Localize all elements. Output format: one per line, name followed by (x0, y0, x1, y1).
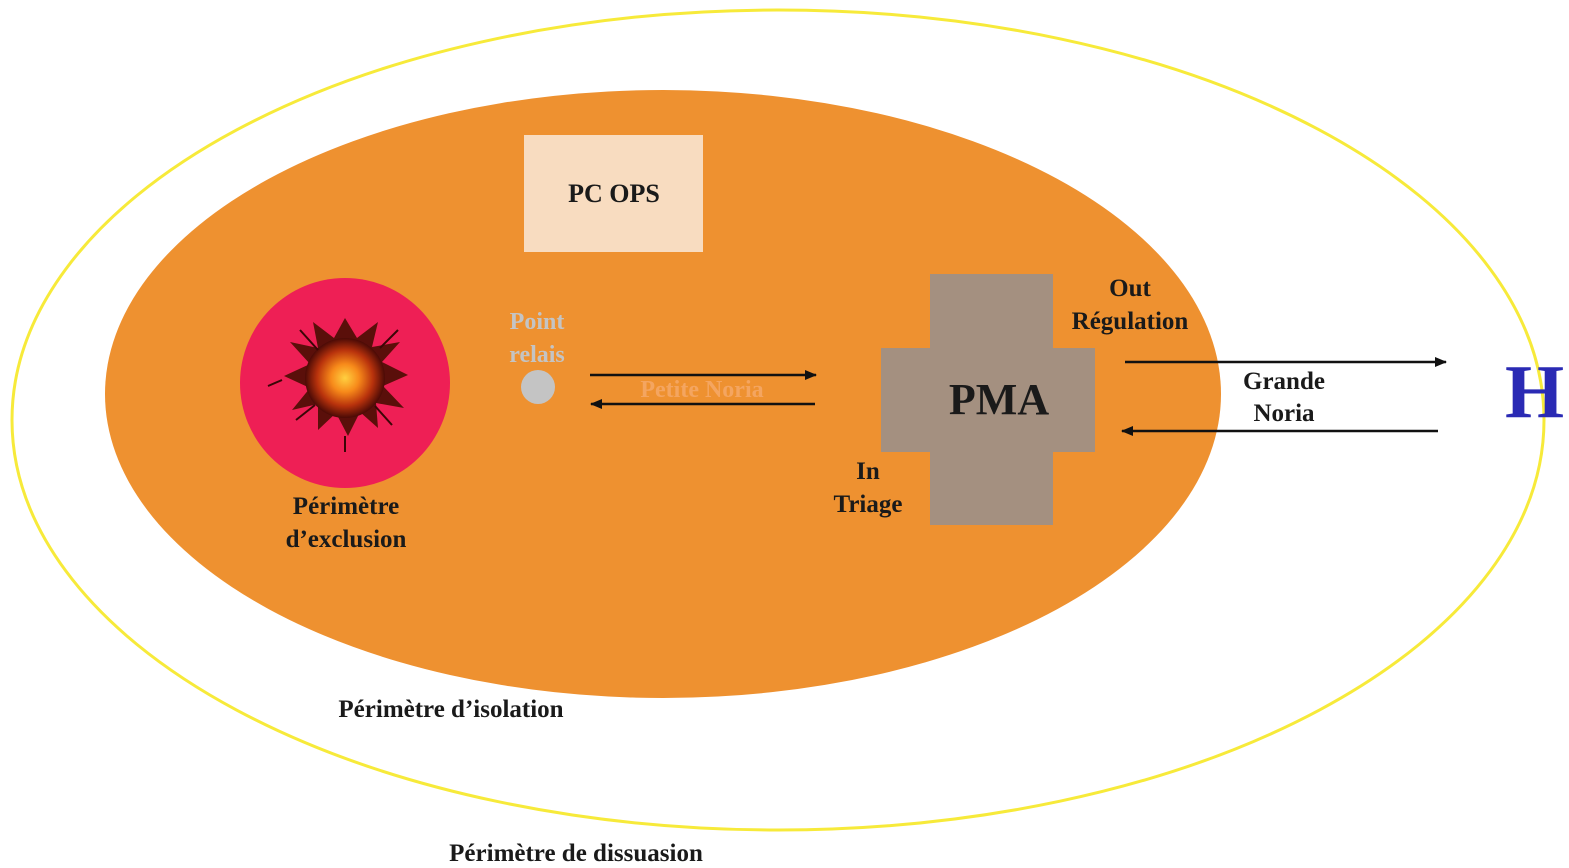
dissuasion-perimeter (10, 8, 1546, 832)
point-relais-label-line1: Point (510, 309, 565, 335)
regulation-label: Régulation (1072, 308, 1189, 335)
out-label: Out (1109, 275, 1151, 302)
exclusion-label-line2: d’exclusion (286, 526, 407, 553)
explosion-icon (267, 318, 408, 452)
hospital-icon: H (1505, 350, 1564, 434)
dissuasion-label: Périmètre de dissuasion (449, 840, 703, 867)
pc-ops-box (524, 135, 703, 252)
petite-noria-label: Petite Noria (640, 377, 763, 403)
point-relais-label-line2: relais (509, 342, 565, 368)
in-label: In (856, 458, 880, 485)
pma-label: PMA (949, 375, 1049, 424)
pma-cross (881, 274, 1095, 525)
exclusion-label-line1: Périmètre (293, 493, 399, 520)
isolation-perimeter (105, 90, 1221, 698)
grande-noria-label-line1: Grande (1243, 368, 1325, 395)
isolation-label: Périmètre d’isolation (338, 696, 563, 723)
grande-noria-label-line2: Noria (1253, 400, 1315, 427)
triage-label: Triage (834, 491, 903, 518)
pc-ops-label: PC OPS (568, 179, 660, 208)
point-relais-dot (521, 370, 555, 404)
